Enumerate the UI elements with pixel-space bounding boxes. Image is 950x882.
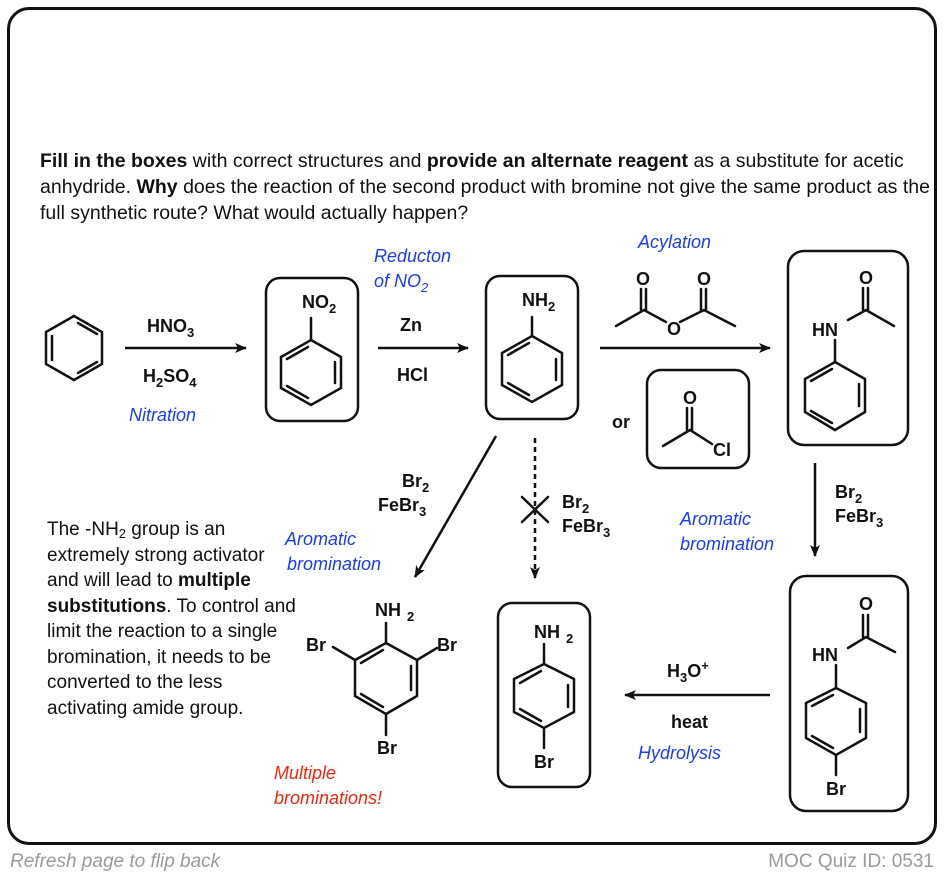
svg-text:O: O [667, 319, 681, 339]
quiz-card[interactable] [7, 7, 937, 845]
svg-text:Br: Br [377, 738, 397, 758]
answer-box-bromoaniline[interactable] [496, 601, 592, 789]
svg-text:HN: HN [812, 645, 838, 665]
prompt-bold-fill: Fill in the boxes [40, 150, 188, 172]
label-nitration: Nitration [129, 405, 196, 425]
reaction-arrow-side-bromination [413, 435, 498, 578]
prompt-bold-reagent: provide an alternate reagent [426, 150, 689, 172]
svg-text:HN: HN [812, 320, 838, 340]
reagent-h2so4: H2SO4 [143, 366, 197, 390]
side-reagent-br2: Br2 [402, 471, 429, 495]
prompt-text: as a substitute for acetic anhydride. [40, 150, 904, 198]
explain-sub: 2 [118, 526, 127, 541]
benzene-structure [44, 314, 104, 382]
reagent-br2: Br2 [835, 482, 862, 506]
label-reduction-line1: Reducton [374, 246, 451, 266]
label-reduction-line2: of NO2 [374, 271, 429, 295]
svg-text:2: 2 [407, 609, 414, 624]
label-acylation: Acylation [637, 232, 711, 252]
explanation-text: The -NH2 group is an extremely strong ac… [47, 517, 297, 721]
side-label-bromination: bromination [287, 554, 381, 574]
substituent-no2: NO2 [302, 292, 336, 316]
svg-text:2: 2 [566, 631, 573, 646]
question-prompt: Fill in the boxes with correct structure… [40, 148, 930, 226]
side-reagent-febr3: FeBr3 [378, 495, 426, 519]
bromoacetanilide-structure: O HN Br [804, 594, 897, 799]
explain-bold: multiple substitutions [47, 570, 251, 617]
side-label-aromatic: Aromatic [284, 529, 356, 549]
blocked-reagent-febr3: FeBr3 [562, 516, 610, 540]
refresh-hint: Refresh page to flip back [10, 851, 221, 872]
reagent-heat: heat [671, 712, 708, 732]
prompt-text: does the reaction of the second product … [40, 176, 930, 224]
answer-box-bromoacetanilide[interactable] [788, 574, 910, 813]
multiple-brominations-label: Multiple [274, 763, 336, 783]
svg-text:Cl: Cl [713, 440, 731, 460]
bromoaniline-structure: NH 2 Br [512, 622, 576, 772]
svg-text:O: O [683, 388, 697, 408]
label-aromatic-bromination-2: bromination [680, 534, 774, 554]
nitrobenzene-structure [279, 316, 343, 407]
explain-text: . To control and limit the reaction to a… [47, 595, 296, 719]
reagent-hno3: HNO3 [147, 316, 194, 340]
reagent-hcl: HCl [397, 365, 428, 385]
svg-text:Br: Br [534, 752, 554, 772]
svg-text:O: O [697, 269, 711, 289]
blocked-reagent-br2: Br2 [562, 492, 589, 516]
acetic-anhydride-structure: O O O [614, 269, 737, 339]
label-hydrolysis: Hydrolysis [638, 743, 721, 763]
acetanilide-structure: O HN [803, 268, 896, 432]
quiz-id: MOC Quiz ID: 0531 [768, 851, 934, 872]
svg-text:Br: Br [306, 635, 326, 655]
svg-text:O: O [636, 269, 650, 289]
answer-box-nitrobenzene[interactable] [264, 276, 360, 423]
prompt-text: with correct structures and [187, 150, 427, 172]
substituent-nh2: NH2 [522, 290, 555, 314]
or-text: or [612, 412, 630, 432]
multiple-brominations-label-2: brominations! [274, 788, 382, 808]
explain-text: group is an extremely strong activator a… [47, 519, 265, 591]
aniline-structure [500, 315, 564, 404]
answer-box-aniline[interactable] [484, 274, 580, 421]
svg-text:NH: NH [534, 622, 560, 642]
reagent-h3o: H3O+ [667, 658, 709, 685]
answer-box-acetanilide[interactable] [786, 249, 910, 447]
acetyl-chloride-structure: O Cl [661, 388, 731, 460]
svg-text:O: O [859, 268, 873, 288]
svg-text:Br: Br [826, 779, 846, 799]
tribromoaniline-structure: NH 2 Br Br Br [306, 600, 457, 758]
label-aromatic-bromination: Aromatic [679, 509, 751, 529]
svg-text:Br: Br [437, 635, 457, 655]
reagent-febr3: FeBr3 [835, 506, 883, 530]
svg-text:O: O [859, 594, 873, 614]
reagent-zn: Zn [400, 315, 422, 335]
svg-text:NH: NH [375, 600, 401, 620]
answer-box-alternate-reagent[interactable] [645, 368, 751, 470]
prompt-bold-why: Why [136, 176, 178, 198]
explain-text: The -NH [47, 519, 119, 540]
